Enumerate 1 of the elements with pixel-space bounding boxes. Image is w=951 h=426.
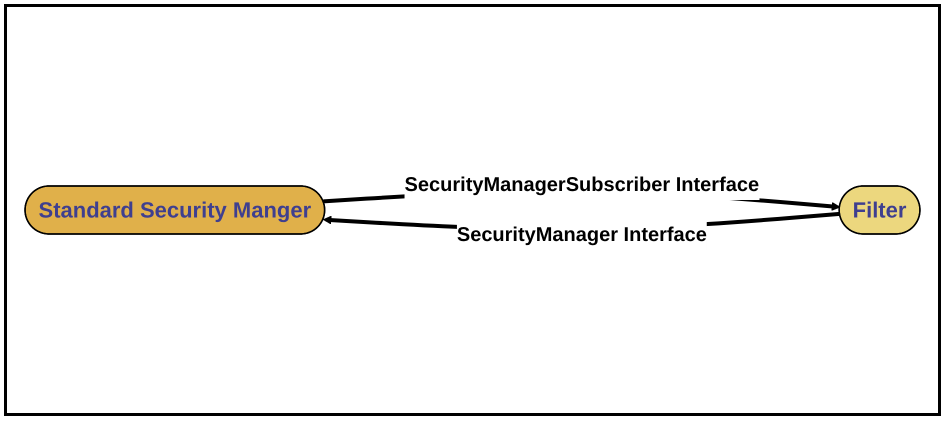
- diagram-frame: SecurityManagerSubscriber Interface SecurityManager Interface Standard Security Manger Filter: [4, 4, 941, 416]
